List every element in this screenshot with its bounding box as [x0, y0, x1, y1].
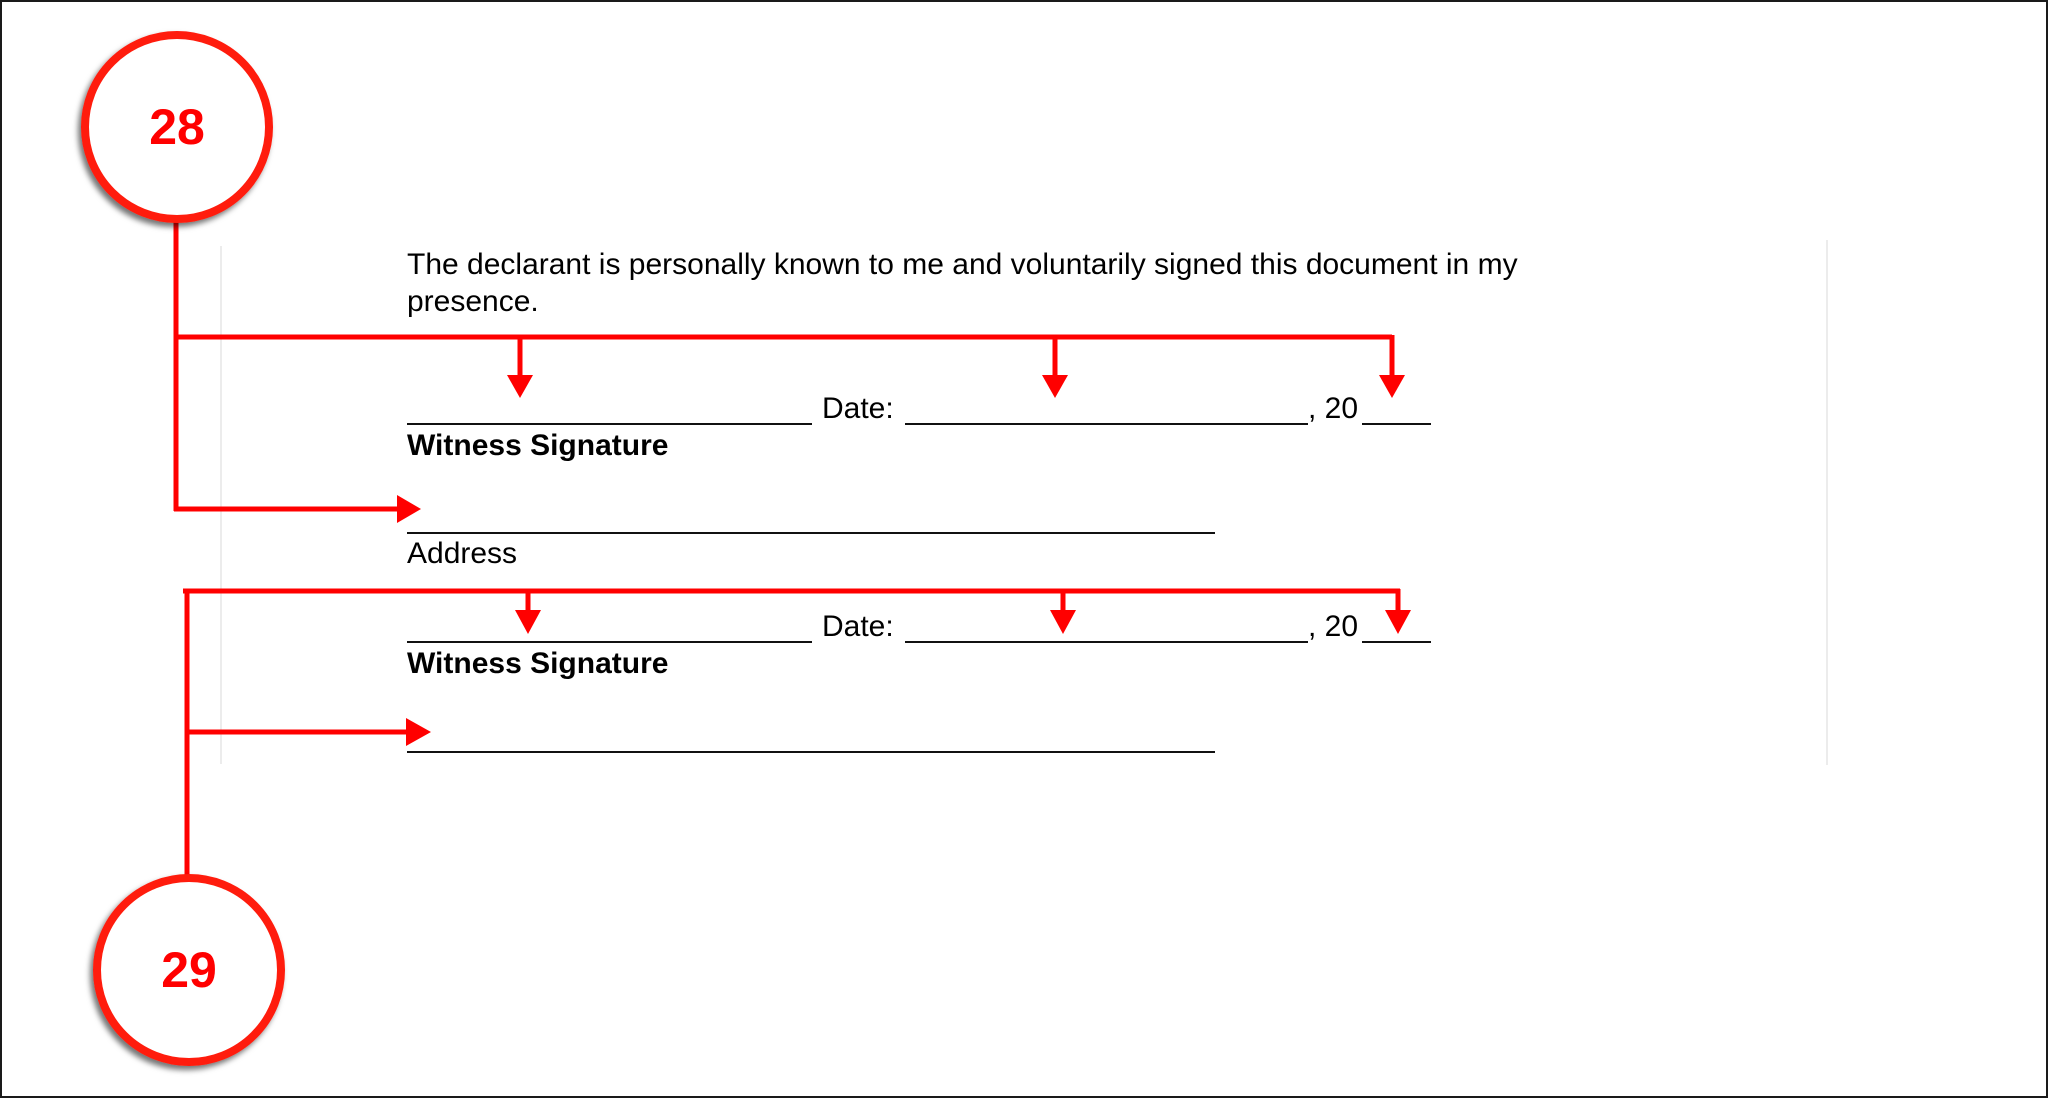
right-margin-guide — [1826, 240, 1828, 765]
witness-signature-line[interactable] — [407, 641, 812, 643]
address-line[interactable] — [407, 751, 1215, 753]
year-line[interactable] — [1362, 641, 1431, 643]
arrow-down-icon — [515, 610, 541, 634]
declaration-paragraph-line-2: presence. — [407, 285, 539, 318]
callout-28-circle-icon — [81, 31, 273, 223]
callout-29-circle-icon — [93, 874, 285, 1066]
arrow-down-icon — [1042, 375, 1068, 398]
arrow-down-icon — [1385, 610, 1411, 634]
declaration-paragraph-line-1: The declarant is personally known to me … — [407, 248, 1518, 281]
witness-signature-line[interactable] — [407, 423, 812, 425]
address-line[interactable] — [407, 532, 1215, 534]
callout-29-number: 29 — [161, 942, 217, 998]
address-label: Address — [407, 537, 518, 570]
arrow-down-icon — [1050, 610, 1076, 634]
date-label: Date: — [822, 610, 894, 643]
callout-28-number: 28 — [149, 99, 205, 155]
arrow-down-icon — [507, 375, 533, 398]
arrow-down-icon — [1379, 375, 1405, 398]
left-margin-guide — [220, 246, 222, 764]
date-line[interactable] — [905, 423, 1308, 425]
callout-28-arrowheads — [397, 375, 1405, 523]
arrow-right-icon — [397, 495, 421, 523]
year-line[interactable] — [1362, 423, 1431, 425]
date-line[interactable] — [905, 641, 1308, 643]
year-prefix: , 20 — [1308, 610, 1359, 643]
witness-signature-label: Witness Signature — [407, 647, 669, 680]
callout-29-connectors — [183, 588, 1401, 880]
callout-29-arrowheads — [406, 610, 1411, 746]
date-label: Date: — [822, 392, 894, 425]
arrow-right-icon — [406, 718, 431, 746]
witness-signature-label: Witness Signature — [407, 429, 669, 462]
callout-28-connectors — [173, 220, 1395, 512]
year-prefix: , 20 — [1308, 392, 1359, 425]
